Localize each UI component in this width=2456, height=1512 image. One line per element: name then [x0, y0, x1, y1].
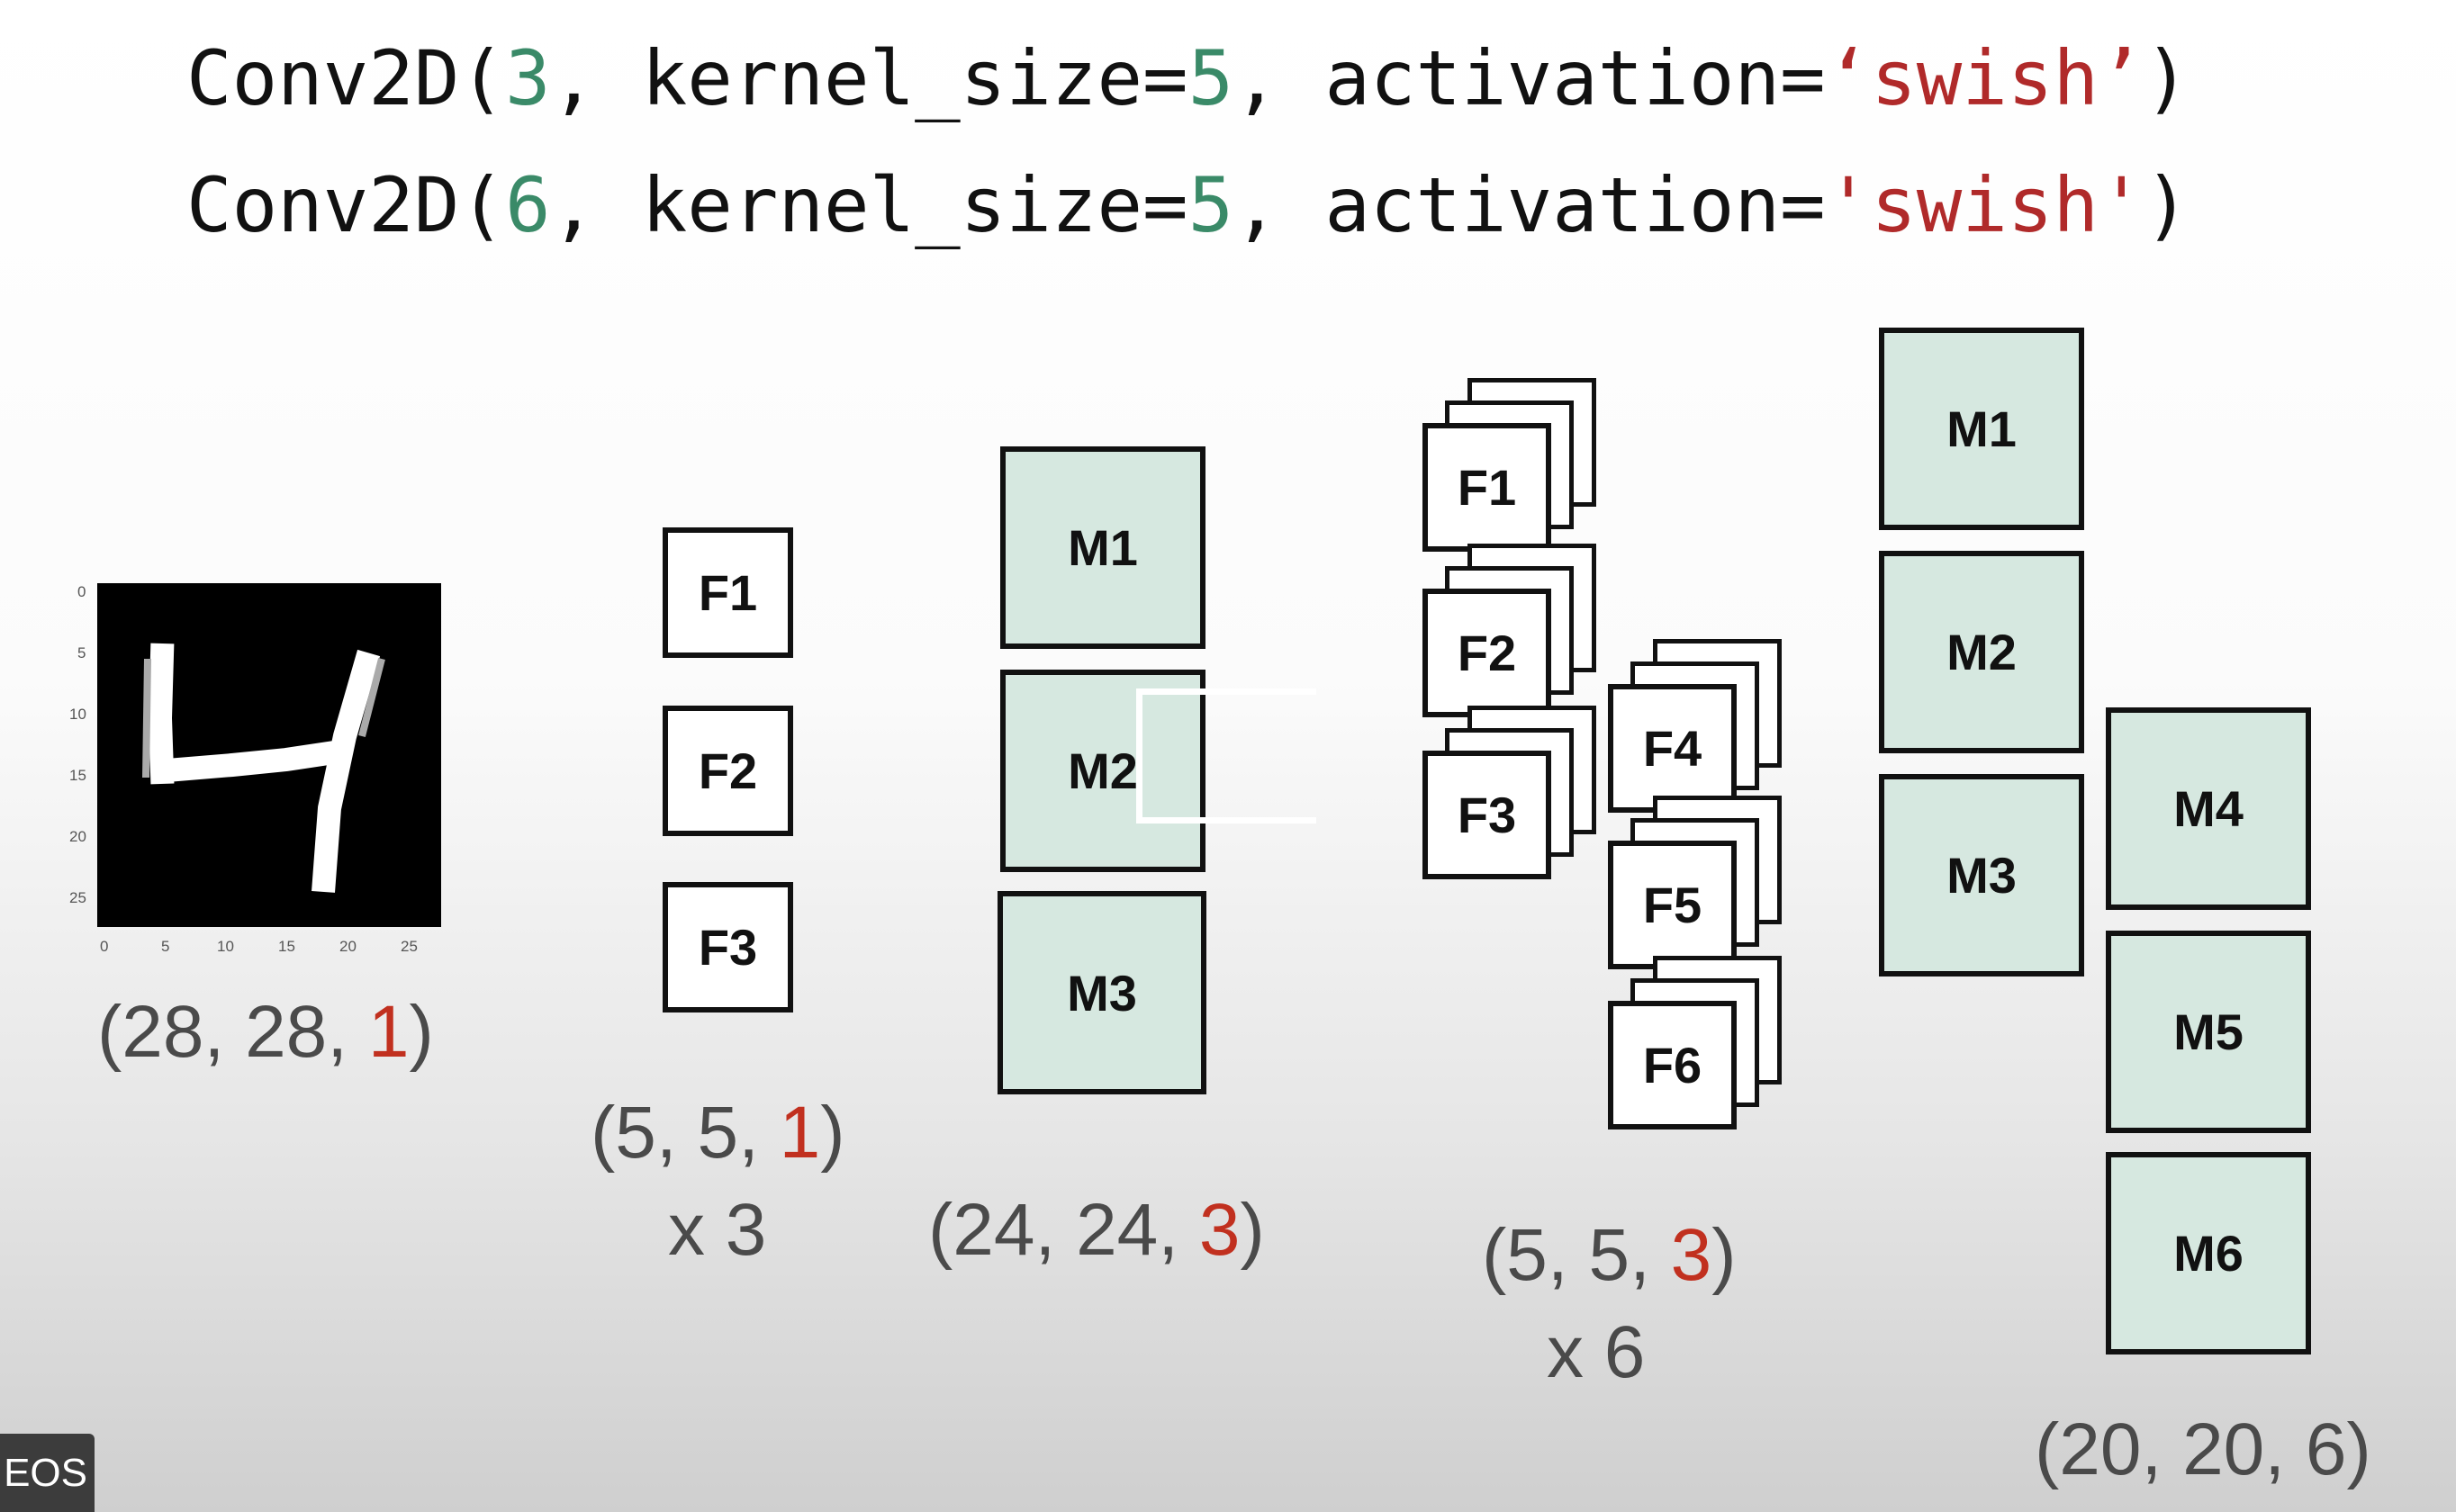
filters1-multiplier: x 3 — [668, 1189, 767, 1271]
channel-count: 1 — [367, 991, 410, 1073]
filter-box: F4 — [1608, 684, 1737, 813]
feature-map: M1 — [1000, 446, 1205, 649]
feature-map: M1 — [1879, 328, 2084, 530]
digit-four-icon — [142, 643, 385, 893]
x-tick: 20 — [339, 938, 357, 955]
code-kernel-arg: , kernel_size= — [550, 161, 1188, 249]
x-tick: 5 — [161, 938, 170, 955]
y-tick: 0 — [77, 583, 86, 600]
filter-box: F5 — [1608, 841, 1737, 969]
code-line-2: Conv2D(6, kernel_size=5, activation='swi… — [186, 167, 2190, 243]
filters-count: 6 — [505, 161, 551, 249]
channel-count: 3 — [1670, 1214, 1712, 1296]
filter-box: F2 — [1422, 589, 1551, 717]
y-tick: 15 — [69, 767, 86, 784]
x-tick: 25 — [401, 938, 418, 955]
x-tick: 0 — [100, 938, 109, 955]
filter-box: F1 — [663, 527, 793, 658]
x-tick: 15 — [278, 938, 295, 955]
code-activation-arg: , activation= — [1233, 34, 1826, 122]
input-digit-image — [97, 583, 441, 927]
channel-count: 3 — [1198, 1189, 1241, 1271]
maps2-shape-label: (20, 20, 6) — [2035, 1408, 2371, 1490]
filter-box: F3 — [663, 882, 793, 1012]
y-tick: 10 — [69, 706, 86, 723]
feature-map: M5 — [2106, 931, 2311, 1133]
y-tick: 5 — [77, 644, 86, 662]
code-activation-arg: , activation= — [1233, 161, 1826, 249]
channel-count: 1 — [779, 1092, 821, 1174]
selection-rectangle — [1136, 688, 1316, 824]
code-suffix: ) — [2144, 161, 2190, 249]
feature-map: M3 — [998, 891, 1206, 1094]
x-tick: 10 — [217, 938, 234, 955]
feature-map: M3 — [1879, 774, 2084, 976]
filters2-multiplier: x 6 — [1547, 1311, 1646, 1393]
code-kernel-arg: , kernel_size= — [550, 34, 1188, 122]
channel-count: 6 — [2305, 1408, 2347, 1490]
kernel-size: 5 — [1187, 161, 1234, 249]
y-tick: 25 — [69, 889, 86, 906]
kernel-size: 5 — [1187, 34, 1234, 122]
filters2-shape-label: (5, 5, 3) — [1482, 1214, 1737, 1296]
y-tick: 20 — [69, 828, 86, 845]
filter-box: F2 — [663, 706, 793, 836]
code-suffix: ) — [2144, 34, 2190, 122]
filter-box: F6 — [1608, 1001, 1737, 1130]
maps1-shape-label: (24, 24, 3) — [928, 1189, 1265, 1271]
feature-map: M2 — [1879, 551, 2084, 753]
feature-map: M2 — [1000, 670, 1205, 872]
feature-map: M6 — [2106, 1152, 2311, 1354]
code-prefix: Conv2D( — [186, 34, 506, 122]
activation-value: 'swish' — [1825, 161, 2144, 249]
input-shape-label: (28, 28, 1) — [97, 991, 434, 1073]
activation-value: ‘swish’ — [1825, 34, 2144, 122]
filter-box: F3 — [1422, 751, 1551, 879]
filters1-shape-label: (5, 5, 1) — [591, 1092, 845, 1174]
feature-map: M4 — [2106, 707, 2311, 910]
eos-badge[interactable]: EOS — [0, 1434, 95, 1512]
code-line-1: Conv2D(3, kernel_size=5, activation=‘swi… — [186, 40, 2190, 116]
code-prefix: Conv2D( — [186, 161, 506, 249]
filters-count: 3 — [505, 34, 551, 122]
filter-box: F1 — [1422, 423, 1551, 552]
